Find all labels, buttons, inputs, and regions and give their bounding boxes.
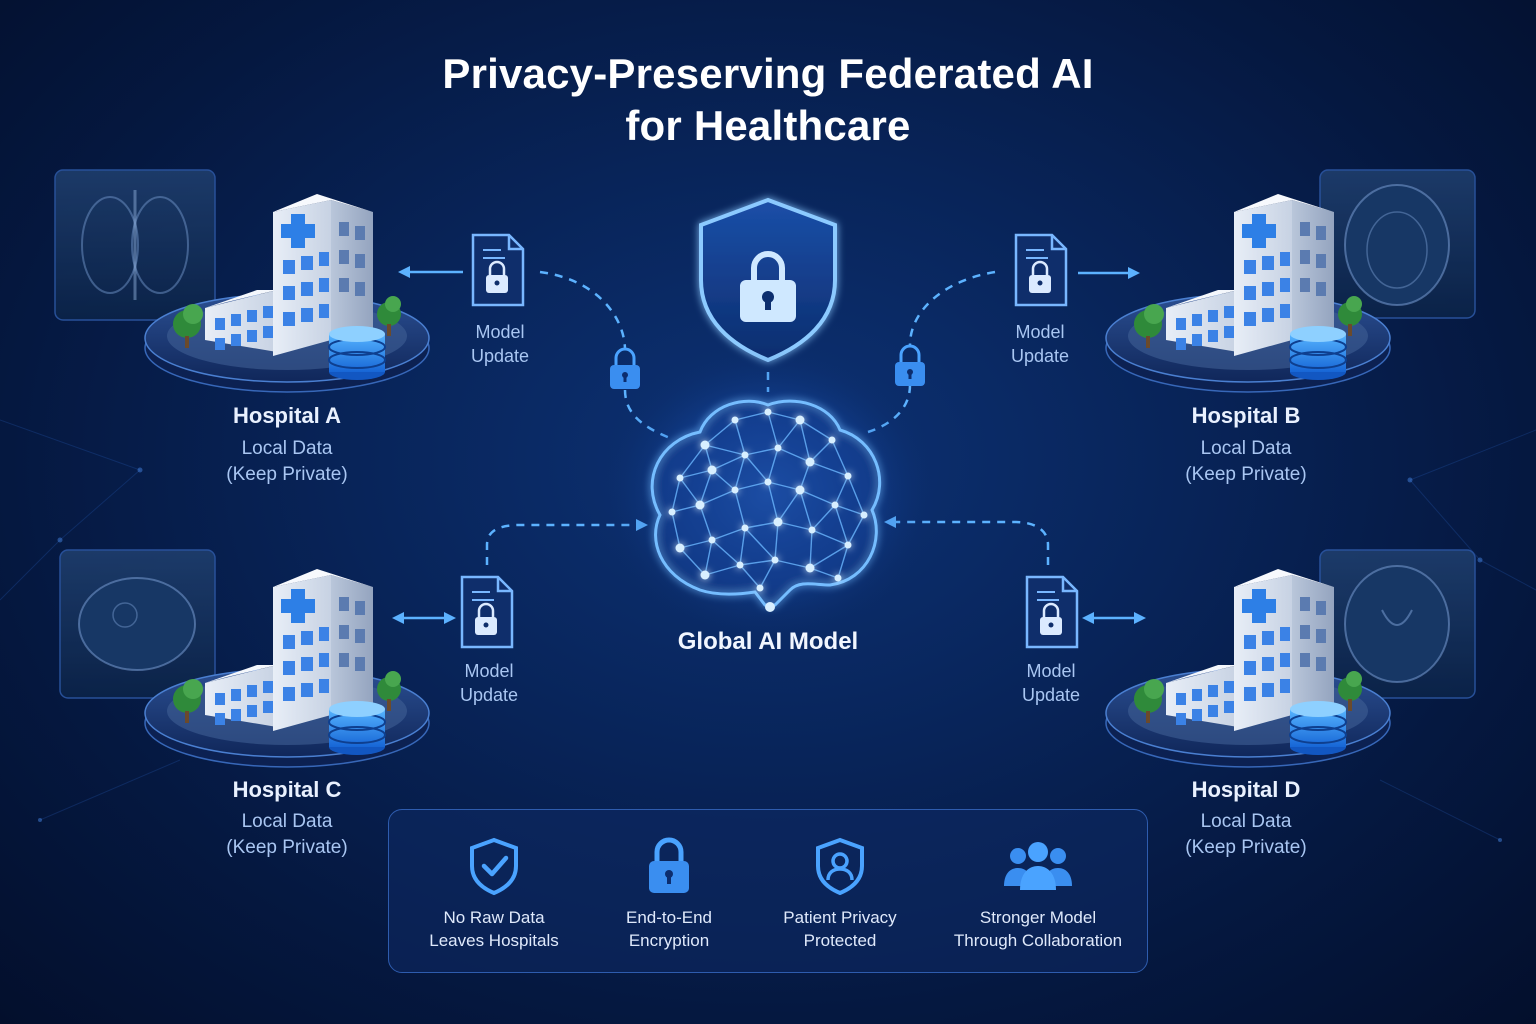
scan-panel-brain-mri: [1320, 170, 1475, 318]
brain-node: [708, 466, 717, 475]
brain-node: [829, 437, 836, 444]
brain-node: [701, 571, 710, 580]
model-update-document-d-icon: [1027, 577, 1077, 647]
brain-node: [845, 542, 852, 549]
brain-node: [832, 502, 839, 509]
brain-node: [806, 458, 815, 467]
brain-node: [742, 452, 749, 459]
lock-icon: [645, 836, 693, 896]
brain-node: [757, 585, 764, 592]
brain-node: [732, 487, 739, 494]
hospital-c-name: Hospital C: [157, 777, 417, 803]
shield-user-icon: [812, 836, 868, 896]
padlock-left-icon: [610, 349, 640, 389]
model-update-document-b-icon: [1016, 235, 1066, 305]
users-icon: [1002, 836, 1074, 896]
brain-node: [835, 575, 842, 582]
scan-panel-chest-xray: [55, 170, 215, 320]
hospital-d-name: Hospital D: [1116, 777, 1376, 803]
global-model-label: Global AI Model: [618, 628, 918, 656]
scan-panel-head-ct: [1320, 550, 1475, 698]
brain-node: [809, 527, 816, 534]
brain-node: [709, 537, 716, 544]
brain-node: [696, 501, 705, 510]
brain-node: [677, 475, 684, 482]
brain-node: [669, 509, 676, 516]
page-title-line-2: for Healthcare: [0, 102, 1536, 150]
brain-node: [796, 486, 805, 495]
brain-node: [701, 441, 710, 450]
brain-node: [806, 564, 815, 573]
shield-check-icon: [466, 836, 522, 896]
brain-node: [775, 445, 782, 452]
brain-node: [742, 525, 749, 532]
hospital-a-name: Hospital A: [157, 403, 417, 429]
brain-node: [765, 479, 772, 486]
brain-node: [765, 409, 772, 416]
hospital-c-data-label: Local Data(Keep Private): [157, 809, 417, 861]
brain-node: [737, 562, 744, 569]
brain-node: [845, 473, 852, 480]
central-shield-lock-icon: [701, 200, 835, 360]
brain-node: [861, 512, 868, 519]
brain-node: [772, 557, 779, 564]
brain-node: [796, 416, 805, 425]
hospital-b-data-label: Local Data(Keep Private): [1116, 436, 1376, 488]
hospital-b-name: Hospital B: [1116, 403, 1376, 429]
hospital-d-data-label: Local Data(Keep Private): [1116, 809, 1376, 861]
brain-network-icon: [598, 345, 938, 645]
model-update-document-c-icon: [462, 577, 512, 647]
page-title-line-1: Privacy-Preserving Federated AI: [0, 50, 1536, 98]
brain-node: [774, 518, 783, 527]
model-update-document-a-icon: [473, 235, 523, 305]
scan-panel-abdomen-ct: [60, 550, 215, 698]
brain-node: [732, 417, 739, 424]
padlock-right-icon: [895, 346, 925, 386]
hospital-a-data-label: Local Data(Keep Private): [157, 436, 417, 488]
brain-node: [676, 544, 685, 553]
